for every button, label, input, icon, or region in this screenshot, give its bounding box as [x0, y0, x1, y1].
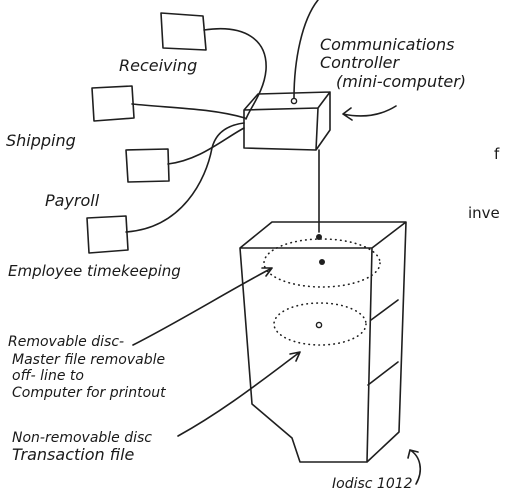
nonremovable-disc-label-line2: Transaction file [12, 445, 135, 464]
removable-disc-spindle [319, 259, 325, 265]
receiving-terminal [160, 12, 207, 51]
cut-off-text-f: f [494, 145, 500, 163]
removable-disc-label-line2: Master file removable [12, 352, 165, 368]
nonremovable-disc-spindle [315, 321, 323, 329]
controller-label-line1: Communications [320, 35, 454, 54]
controller-label-line3: (mini-computer) [336, 72, 466, 91]
controller-port-icon [290, 97, 298, 105]
iodisc-label: Iodisc 1012 [332, 476, 413, 492]
receiving-connection-line [203, 28, 267, 120]
receiving-label: Receiving [119, 56, 197, 75]
shipping-label: Shipping [6, 131, 76, 150]
removable-disc-label-line3: off- line to [12, 368, 84, 384]
timekeeping-connection-line [125, 122, 245, 233]
removable-disc-label-line4: Computer for printout [12, 385, 166, 401]
payroll-label: Payroll [45, 191, 100, 210]
nonremovable-disc-pointer-arrow [177, 351, 301, 437]
employee-timekeeping-terminal [86, 215, 129, 254]
controller-label-line2: Controller [320, 53, 400, 72]
cabinet-panel-line-upper [370, 299, 399, 321]
shipping-connection-line [131, 103, 246, 119]
nonremovable-disc-label-line1: Non-removable disc [12, 430, 152, 446]
cut-off-text-inve: inve [468, 204, 500, 222]
payroll-connection-line [167, 127, 245, 165]
shipping-terminal [91, 85, 135, 122]
payroll-terminal [125, 148, 170, 183]
communications-controller-box [243, 91, 331, 151]
cabinet-panel-line-lower [367, 361, 399, 386]
controller-pointer-arrow [342, 105, 397, 121]
iodisc-cabinet [239, 221, 407, 463]
employee-timekeeping-label: Employee timekeeping [8, 262, 181, 280]
removable-disc-pointer-arrow [132, 267, 273, 346]
external-line-up [293, 0, 319, 99]
removable-disc-label-line1: Removable disc- [8, 334, 124, 350]
removable-disc-outline [263, 238, 381, 288]
nonremovable-disc-outline [273, 302, 367, 346]
iodisc-pointer-arrow [407, 449, 422, 485]
